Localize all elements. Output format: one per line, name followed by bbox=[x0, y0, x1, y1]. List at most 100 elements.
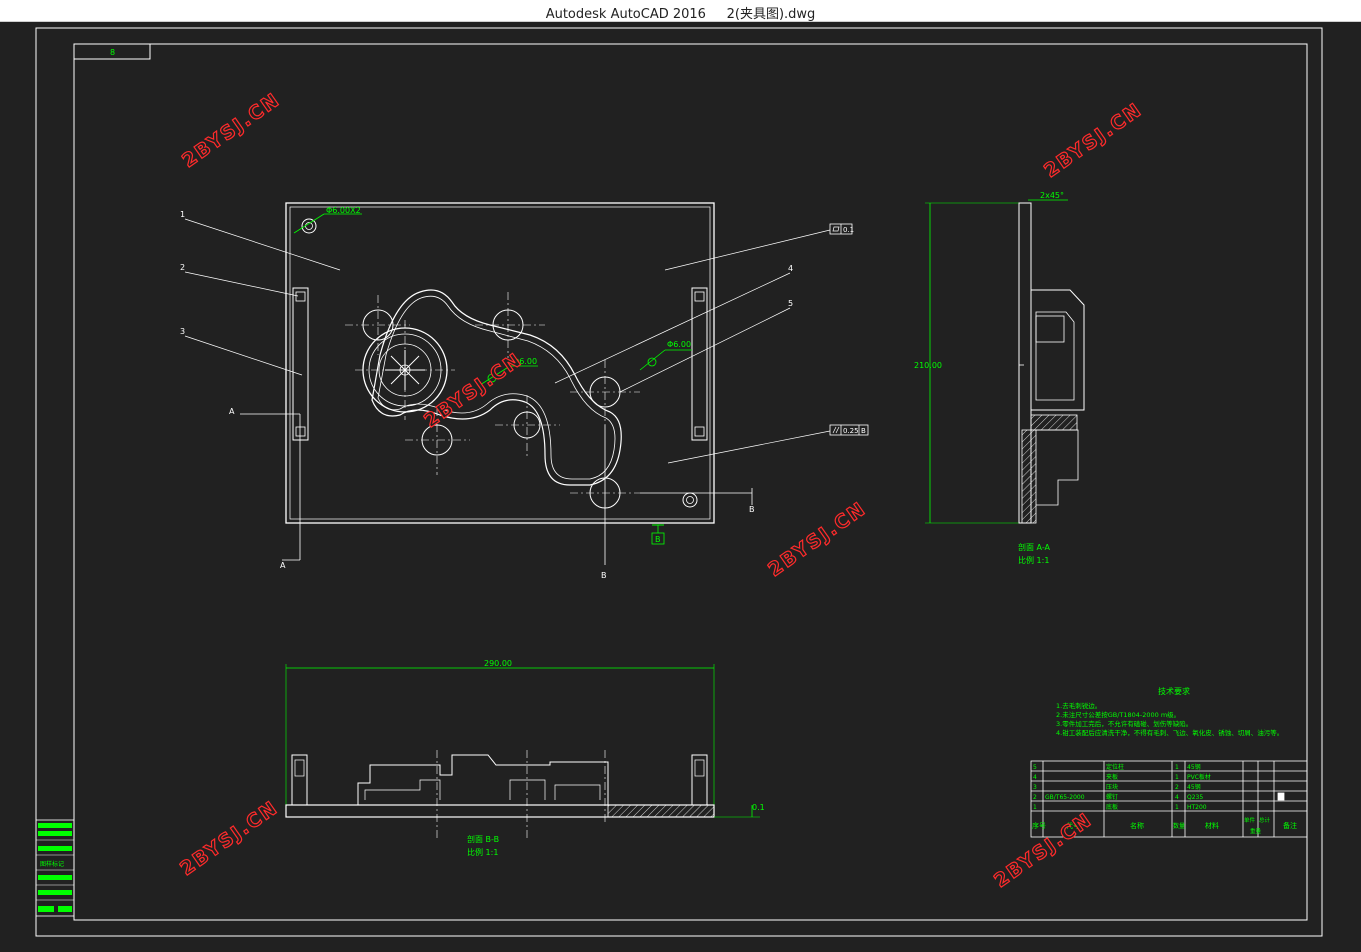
pin-hole-bottom-right bbox=[682, 492, 698, 508]
bom-row-4-name: 螺钉 bbox=[1106, 793, 1118, 801]
watermark-3: 2BYSJ.CN bbox=[420, 349, 526, 433]
clamp-screw-left-bottom bbox=[295, 426, 306, 437]
leader-3: 3 bbox=[180, 327, 185, 336]
flatness-icon bbox=[832, 226, 840, 232]
side-block-label: 图样标记 bbox=[40, 860, 64, 868]
clamp-screw-right-bottom bbox=[694, 426, 705, 437]
section-bb-label: 剖面 B-B bbox=[467, 834, 499, 844]
center-lines bbox=[345, 292, 640, 494]
bom-row-3-no: 3 bbox=[1033, 784, 1037, 791]
tech-req-item-2: 2.未注尺寸公差按GB/T1804-2000 m级。 bbox=[1056, 710, 1180, 719]
clamp-screw-right-top bbox=[694, 291, 705, 302]
dim-height-210: 210.00 bbox=[914, 361, 942, 370]
drawing-svg: 8 图样标记 bbox=[35, 27, 1323, 937]
clamp-screw-left-top bbox=[295, 291, 306, 302]
inner-frame bbox=[73, 43, 1308, 921]
bom-row-2-no: 4 bbox=[1033, 774, 1037, 781]
bom-row-4-code: GB/T65-2000 bbox=[1045, 794, 1085, 801]
tolerance-parallel-frame bbox=[829, 424, 869, 436]
window-title: Autodesk AutoCAD 2016 2(夹具图).dwg bbox=[545, 7, 816, 22]
leader-5: 5 bbox=[788, 299, 793, 308]
drawing-canvas[interactable]: 8 图样标记 bbox=[0, 22, 1361, 947]
bom-row-2-name: 夹板 bbox=[1106, 773, 1118, 781]
section-bb-hatch bbox=[607, 804, 715, 818]
bom-header-code: 代号 bbox=[1066, 821, 1080, 830]
parallel-icon bbox=[832, 426, 837, 434]
base-plate-outline bbox=[285, 202, 715, 524]
dim-chamfer: 2x45° bbox=[1040, 191, 1064, 200]
leader-4: 4 bbox=[788, 264, 793, 273]
dim-width-290: 290.00 bbox=[484, 659, 512, 668]
base-plate-inner bbox=[289, 206, 711, 520]
tolerance-flatness-value: 0.1 bbox=[843, 226, 854, 234]
watermark-4: 2BYSJ.CN bbox=[764, 498, 870, 582]
tech-req-item-1: 1.去毛刺锐边。 bbox=[1056, 701, 1101, 710]
bom-row-2-qty: 1 bbox=[1175, 774, 1179, 781]
bom-row-1-name: 定位柱 bbox=[1106, 763, 1124, 771]
front-view[interactable]: B B A A 1 2 3 4 5 0.1 0.25 bbox=[180, 202, 869, 580]
bom-row-5-name: 底板 bbox=[1106, 803, 1118, 811]
bom-row-3-qty: 2 bbox=[1175, 784, 1179, 791]
leader-1: 1 bbox=[180, 210, 185, 219]
watermarks: 2BYSJ.CN 2BYSJ.CN 2BYSJ.CN 2BYSJ.CN 2BYS… bbox=[176, 88, 1147, 893]
tolerance-parallel-value: 0.25 bbox=[843, 427, 859, 435]
window-titlebar: Autodesk AutoCAD 2016 2(夹具图).dwg bbox=[0, 0, 1361, 22]
bom-row-5-qty: 1 bbox=[1175, 804, 1179, 811]
technical-requirements: 技术要求 1.去毛刺锐边。 2.未注尺寸公差按GB/T1804-2000 m级。… bbox=[1056, 686, 1283, 737]
bom-row-1-no: 5 bbox=[1033, 764, 1037, 771]
bom-row-1-qty: 1 bbox=[1175, 764, 1179, 771]
workpiece-contour bbox=[371, 289, 622, 486]
leader-2: 2 bbox=[180, 263, 185, 272]
part-leaders bbox=[184, 218, 831, 464]
bill-of-materials bbox=[1030, 760, 1308, 838]
tech-req-title: 技术要求 bbox=[1158, 686, 1190, 696]
section-bb-centerlines bbox=[436, 750, 606, 840]
section-label-a-top: A bbox=[229, 407, 235, 416]
watermark-2: 2BYSJ.CN bbox=[1040, 99, 1146, 183]
side-title-block: 图样标记 bbox=[35, 819, 75, 917]
bom-header-total: 总计 bbox=[1259, 816, 1271, 824]
bom-row-4-material: Q235 bbox=[1187, 794, 1203, 801]
section-label-b-bottom: B bbox=[601, 571, 607, 580]
bom-header-no: 序号 bbox=[1032, 821, 1046, 830]
bom-row-5-material: HT200 bbox=[1187, 804, 1207, 811]
bom-row-1-material: 45钢 bbox=[1187, 763, 1201, 771]
section-bb-flatness: 0.1 bbox=[752, 803, 765, 812]
tech-req-item-3: 3.零件加工完后，不允许有磕碰、划伤等缺陷。 bbox=[1056, 719, 1192, 728]
clamp-bar-left bbox=[292, 287, 309, 441]
workpiece-contour-inner bbox=[377, 295, 616, 480]
tolerance-parallel-ref: B bbox=[861, 427, 866, 435]
bom-row-5-no: 1 bbox=[1033, 804, 1037, 811]
outer-frame bbox=[35, 27, 1323, 937]
bom-row-4-qty: 4 bbox=[1175, 794, 1179, 801]
corner-tag: 8 bbox=[110, 48, 115, 57]
bom-row-2-material: PVC板材 bbox=[1187, 773, 1211, 781]
section-label-a-bottom: A bbox=[280, 561, 286, 570]
bom-row-4-no: 2 bbox=[1033, 794, 1037, 801]
corner-tag-box bbox=[73, 43, 151, 60]
bom-row-3-name: 压块 bbox=[1106, 783, 1118, 791]
datum-b-label: B bbox=[655, 535, 661, 544]
bom-header-unit: 单件 bbox=[1244, 816, 1256, 824]
dim-hole-6-a: Φ6.00 bbox=[513, 357, 537, 366]
clamp-bar-right bbox=[691, 287, 708, 441]
watermark-1: 2BYSJ.CN bbox=[178, 89, 284, 173]
section-bb-scale: 比例 1:1 bbox=[467, 847, 498, 857]
section-label-b-right: B bbox=[749, 505, 755, 514]
section-aa-scale: 比例 1:1 bbox=[1018, 555, 1049, 565]
section-bb-view[interactable]: 290.00 0.1 剖面 B-B 比例 1:1 bbox=[285, 659, 765, 857]
section-aa-label: 剖面 A-A bbox=[1018, 542, 1051, 552]
section-aa-view[interactable]: 210.00 2x45° 剖面 A-A 比例 1:1 bbox=[914, 191, 1085, 565]
tech-req-item-4: 4.钳工装配后应清洗干净，不得有毛刺、飞边、氧化皮、锈蚀、切屑、油污等。 bbox=[1056, 728, 1283, 737]
pin-hole-top-left bbox=[301, 218, 317, 234]
bom-header-qty: 数量 bbox=[1173, 822, 1185, 830]
bom-row-3-material: 45钢 bbox=[1187, 783, 1201, 791]
dim-hole-6x2: Φ6.00X2 bbox=[326, 206, 361, 215]
watermark-5: 2BYSJ.CN bbox=[176, 797, 282, 881]
bom-header-weight: 重量 bbox=[1250, 827, 1262, 835]
bom-header-remark: 备注 bbox=[1283, 821, 1297, 830]
bom-header-material: 材料 bbox=[1205, 821, 1219, 830]
datum-b-box bbox=[651, 532, 665, 545]
dim-hole-6-b: Φ6.00 bbox=[667, 340, 691, 349]
bom-header-name: 名称 bbox=[1130, 821, 1144, 830]
